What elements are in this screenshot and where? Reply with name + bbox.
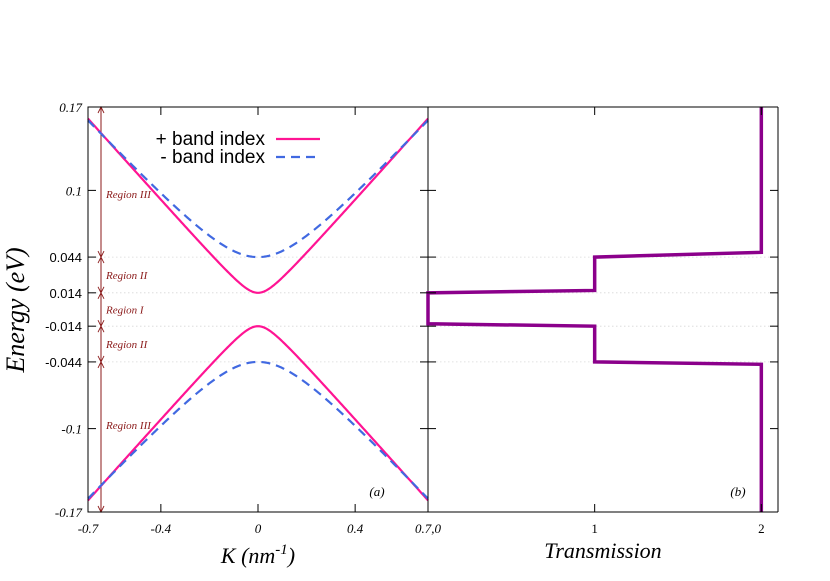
region-label-3: Region II: [105, 339, 149, 351]
minus-band-curve-valence: [87, 360, 429, 500]
x-tick-label-1: -0.4: [151, 521, 172, 536]
region-arrowhead-top-1: [97, 256, 105, 264]
region-label-0: Region III: [105, 189, 152, 201]
legend: + band index- band index: [156, 129, 320, 168]
y-tick-label-4: -0.014: [45, 319, 82, 334]
y-tick-label-5: -0.044: [45, 355, 82, 370]
plus-band-curve-valence: [87, 325, 429, 502]
plus-band-curve-conduction: [87, 117, 429, 294]
region-arrowhead-top-3: [97, 325, 105, 333]
x-tick-label-3: 0.4: [347, 521, 364, 536]
panel-a-regions: Region III Region II Region I Region II Regi…: [97, 105, 152, 514]
y-axis-label-energy: Energy (eV): [1, 247, 30, 373]
panel-a-label: (a): [369, 484, 384, 499]
transmission-curve: [426, 107, 764, 512]
y-tick-label-7: -0.17: [55, 505, 83, 520]
x-tick-label-4: 0.7,0: [415, 521, 442, 536]
region-label-4: Region III: [105, 420, 152, 432]
region-arrowhead-top-2: [97, 291, 105, 300]
y-tick-label-1: 0.1: [66, 183, 82, 198]
panel-a-band-structure: Region III Region II Region I Region II Regi…: [1, 100, 778, 568]
x-axis-label-k: K (nm-1): [220, 542, 295, 568]
x-tick-label-0: -0.7: [78, 521, 99, 536]
panel-a-series: [87, 117, 429, 502]
panel-b-label: (b): [730, 484, 745, 499]
panel-b-series: [426, 107, 764, 512]
y-tick-label-6: -0.1: [61, 422, 82, 437]
panel-b-frame: [428, 106, 779, 513]
y-tick-label-3: 0.014: [49, 286, 82, 301]
minus-band-curve-conduction: [87, 119, 429, 259]
region-arrowhead-top-4: [97, 360, 105, 369]
x-tick-label-2: 0: [255, 521, 262, 536]
y-tick-label-0: 0.17: [59, 100, 82, 115]
legend-label-0: + band index: [156, 129, 266, 150]
b-x-tick-label-1: 2: [758, 521, 765, 536]
region-label-1: Region II: [105, 270, 149, 282]
b-x-tick-label-0: 1: [591, 521, 598, 536]
region-label-2: Region I: [105, 305, 145, 317]
y-tick-label-2: 0.044: [49, 250, 82, 265]
legend-label-1: - band index: [160, 147, 265, 168]
panel-a-ticks: 0.170.10.0440.014-0.014-0.044-0.1-0.17-0…: [45, 100, 441, 536]
x-axis-label-transmission: Transmission: [544, 538, 661, 563]
